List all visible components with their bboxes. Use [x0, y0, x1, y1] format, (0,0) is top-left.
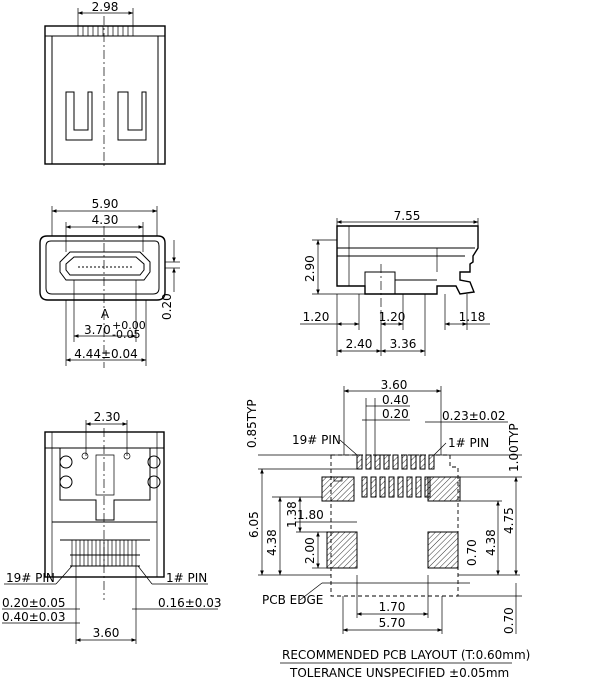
section-mark-a: A — [101, 307, 110, 321]
mount-pad-top-left — [321, 476, 355, 502]
pcb-height-left-dim: 4.38 — [265, 529, 279, 556]
face-offset-dim: 0.20 — [160, 293, 174, 320]
bottom-hole-right — [147, 455, 161, 469]
bottom-pin1-label: 1# PIN — [166, 571, 207, 585]
front-pin-row — [77, 26, 134, 36]
edge-offset-dim: 0.70 — [502, 607, 516, 634]
tolerance-note: TOLERANCE UNSPECIFIED ±0.05mm — [289, 666, 509, 680]
pcb-pin19-label: 19# PIN — [292, 433, 341, 447]
pcb-layout-title: RECOMMENDED PCB LAYOUT (T:0.60mm) — [282, 648, 530, 662]
pcb-span-dim: 3.60 — [381, 378, 408, 392]
pcb-layout: 3.60 0.40 0.20 0.23±0.02 0.85TYP 1.00TYP… — [245, 378, 530, 680]
pin-thickness-dim: 0.16±0.03 — [158, 596, 222, 610]
pcb-pad-gap-dim: 0.23±0.02 — [442, 409, 506, 423]
typ-left-dim: 0.85TYP — [245, 399, 259, 448]
pcb-height-right-dim: 4.75 — [502, 507, 516, 534]
pcb-pin1-label: 1# PIN — [448, 436, 489, 450]
pcb-outer-span-dim: 5.70 — [379, 616, 406, 630]
a-value-dim: 3.70 — [84, 323, 111, 337]
tail-span-dim: 3.60 — [93, 626, 120, 640]
mount-pad-bottom-left — [326, 531, 358, 569]
side-dim-5: 3.36 — [390, 337, 417, 351]
bottom-pin-row — [70, 540, 140, 567]
pin-pitch-dim: 0.40±0.03 — [2, 610, 66, 624]
side-dim-4: 2.40 — [346, 337, 373, 351]
dim-180: 1.80 — [297, 508, 324, 522]
pcb-height-total-dim: 6.05 — [247, 511, 261, 538]
mount-pad-bottom-right — [427, 531, 459, 569]
pcb-edge-label: PCB EDGE — [262, 593, 323, 607]
pcb-pitch-dim: 0.40 — [382, 393, 409, 407]
a-tol-lower: -0.05 — [112, 328, 140, 341]
side-dim-3: 1.18 — [459, 310, 486, 324]
front-view: 2.98 — [44, 0, 166, 166]
side-height-dim: 2.90 — [303, 255, 317, 282]
pcb-pad-width-dim: 0.20 — [382, 407, 409, 421]
dim-200: 2.00 — [303, 537, 317, 564]
signal-pads-top — [356, 454, 435, 470]
bottom-hole-left — [59, 455, 73, 469]
pin-width-dim: 0.20±0.05 — [2, 596, 66, 610]
pcb-height-right-inner-dim: 4.38 — [484, 529, 498, 556]
typ-right-dim: 1.00TYP — [507, 423, 521, 472]
bottom-view: 2.30 19# PIN 1# PIN 0.20±0.05 0.40±0.03 … — [2, 410, 222, 644]
side-dim-2: 1.20 — [379, 310, 406, 324]
front-width-dim: 2.98 — [92, 0, 119, 14]
bottom-pin19-label: 19# PIN — [6, 571, 55, 585]
face-bottom-width-dim: 4.44±0.04 — [74, 347, 138, 361]
mount-pad-top-right — [427, 476, 461, 502]
face-view: 5.90 4.30 A 3.70 +0.00 -0.05 4.44±0.04 0… — [39, 197, 180, 368]
post-spacing-dim: 2.30 — [94, 410, 121, 424]
side-view: 7.55 2.90 1.20 1.20 1.18 2.40 3.36 — [300, 209, 490, 356]
pcb-pad-span-dim: 1.70 — [379, 600, 406, 614]
side-dim-1: 1.20 — [303, 310, 330, 324]
dim-138: 1.38 — [285, 501, 299, 528]
face-inner-width-dim: 4.30 — [92, 213, 119, 227]
face-outer-width-dim: 5.90 — [92, 197, 119, 211]
a-tol-upper: +0.00 — [112, 319, 146, 332]
side-length-dim: 7.55 — [394, 209, 421, 223]
dim-070-right: 0.70 — [465, 539, 479, 566]
